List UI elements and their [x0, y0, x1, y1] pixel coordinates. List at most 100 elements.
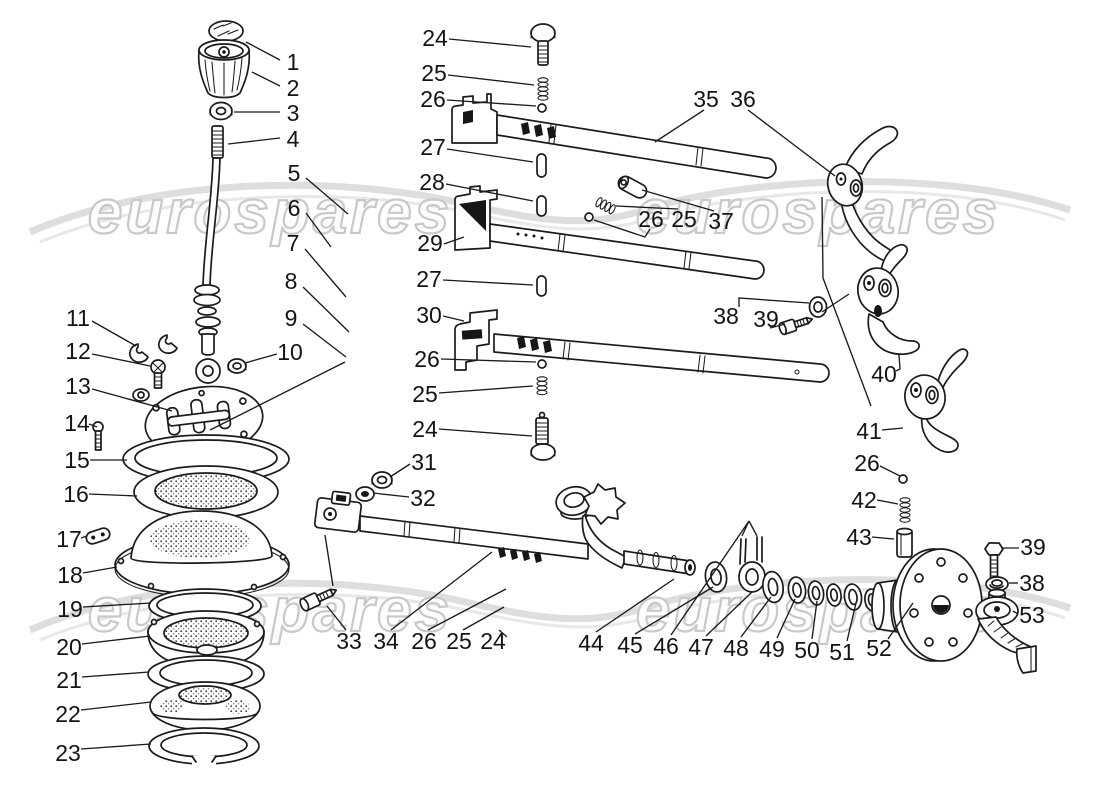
boot-lower	[149, 681, 261, 731]
callout-number-32-50: 32	[410, 485, 436, 511]
callout-23-22: 23	[55, 740, 152, 766]
callout-number-5-4: 5	[288, 160, 301, 186]
callout-number-43-45: 43	[846, 524, 872, 550]
callout-number-47-59: 47	[688, 634, 714, 660]
callout-number-17-16: 17	[56, 526, 82, 552]
callout-number-21-20: 21	[56, 667, 82, 693]
ring-50	[807, 580, 825, 606]
callout-38-47: 38	[1009, 570, 1045, 596]
fork-washer	[808, 296, 828, 318]
callout-26-36: 26	[593, 206, 664, 238]
selector-rail-3	[454, 309, 830, 383]
callout-number-39-40: 39	[753, 306, 779, 332]
callout-number-28-27: 28	[419, 169, 445, 195]
callout-number-46-58: 46	[653, 633, 679, 659]
callout-36-35: 36	[730, 86, 836, 177]
callout-25-54: 25	[446, 606, 505, 654]
callout-number-25-32: 25	[412, 381, 438, 407]
callout-number-6-5: 6	[288, 195, 301, 221]
callout-50-62: 50	[794, 600, 820, 663]
callout-number-7-6: 7	[287, 230, 300, 256]
callout-51-63: 51	[829, 602, 857, 665]
callout-leader-45-57	[634, 586, 714, 635]
callout-48-60: 48	[723, 596, 772, 661]
pivot-nut	[227, 358, 247, 374]
shaft-nut	[371, 471, 393, 489]
callout-leader-26-36	[593, 219, 651, 238]
callout-number-24-33: 24	[412, 416, 438, 442]
callout-number-26-25: 26	[420, 86, 446, 112]
callout-20-19: 20	[56, 634, 151, 660]
callout-number-27-29: 27	[416, 266, 442, 292]
callout-leader-34-52	[390, 551, 493, 631]
callout-number-8-7: 8	[285, 268, 298, 294]
callout-46-58: 46	[653, 520, 750, 659]
callout-43-45: 43	[846, 524, 895, 550]
callout-number-40-41: 40	[871, 361, 897, 387]
callout-leader-23-22	[80, 743, 152, 750]
callout-16-15: 16	[63, 481, 138, 507]
callout-leader-51-63	[846, 602, 857, 642]
callout-number-53-48: 53	[1019, 602, 1045, 628]
callout-10-9: 10	[244, 339, 303, 365]
callout-leader-25-24	[447, 74, 535, 86]
flange-hub-52	[871, 548, 983, 662]
detent-ball-top	[537, 103, 547, 113]
callout-17-16: 17	[56, 526, 88, 552]
callout-leader-27-26	[446, 148, 534, 163]
callout-leader-30-30	[442, 315, 465, 322]
callout-38-39: 38	[713, 297, 810, 329]
callout-leader-11-10	[91, 320, 137, 347]
assembly-line-3	[209, 361, 346, 431]
roller-ball	[584, 212, 594, 222]
callout-leader-19-18	[82, 602, 152, 608]
detent-spring-mid	[536, 376, 548, 396]
fork-bolt	[778, 316, 814, 336]
callout-leader-28-27	[445, 183, 534, 202]
callout-leader-24-55	[498, 629, 508, 638]
callout-leader-33-51	[326, 605, 347, 631]
callout-number-12-11: 12	[65, 338, 91, 364]
external-lever-53	[975, 588, 1037, 674]
callout-number-25-37: 25	[671, 206, 697, 232]
lever-bolt-39	[984, 542, 1004, 581]
detent-spring-right	[899, 497, 911, 523]
callout-1-0: 1	[245, 41, 299, 75]
callout-number-26-43: 26	[854, 450, 880, 476]
selector-shaft	[313, 490, 589, 563]
callout-number-42-44: 42	[851, 487, 877, 513]
callout-leader-17-16	[80, 535, 88, 539]
callout-number-44-56: 44	[578, 630, 604, 656]
callout-number-30-30: 30	[416, 302, 442, 328]
callout-leader-1-0	[245, 41, 281, 61]
assembly-line-2	[748, 520, 758, 537]
callout-53-48: 53	[1012, 602, 1045, 628]
callout-number-38-47: 38	[1019, 570, 1045, 596]
callout-leader-6-5	[305, 212, 332, 248]
callout-26-53: 26	[411, 588, 507, 654]
callout-leader-25-32	[438, 385, 534, 394]
callout-leader-16-15	[88, 493, 138, 497]
callout-number-4-3: 4	[287, 126, 300, 152]
callout-number-50-62: 50	[794, 637, 820, 663]
lever-washer-38	[985, 576, 1009, 592]
callout-leader-25-37	[615, 205, 679, 210]
callout-leader-7-6	[304, 248, 347, 298]
lower-cup	[147, 610, 265, 668]
callout-leader-26-43	[879, 465, 901, 477]
callout-leader-29-28	[443, 236, 465, 245]
knob-locknut	[209, 101, 233, 121]
callout-number-20-19: 20	[56, 634, 82, 660]
callout-leader-13-12	[91, 388, 173, 412]
callout-14-13: 14	[64, 410, 98, 436]
callout-45-57: 45	[617, 586, 714, 658]
callout-number-24-23: 24	[422, 25, 448, 51]
callout-21-20: 21	[56, 667, 150, 693]
assembly-line-0	[821, 196, 872, 407]
callout-leader-46-58	[670, 520, 750, 636]
callout-number-45-57: 45	[617, 632, 643, 658]
assembly-line-4	[324, 534, 334, 587]
callout-40-41: 40	[871, 354, 901, 387]
roller-spring	[595, 197, 616, 215]
callout-42-44: 42	[851, 487, 899, 513]
